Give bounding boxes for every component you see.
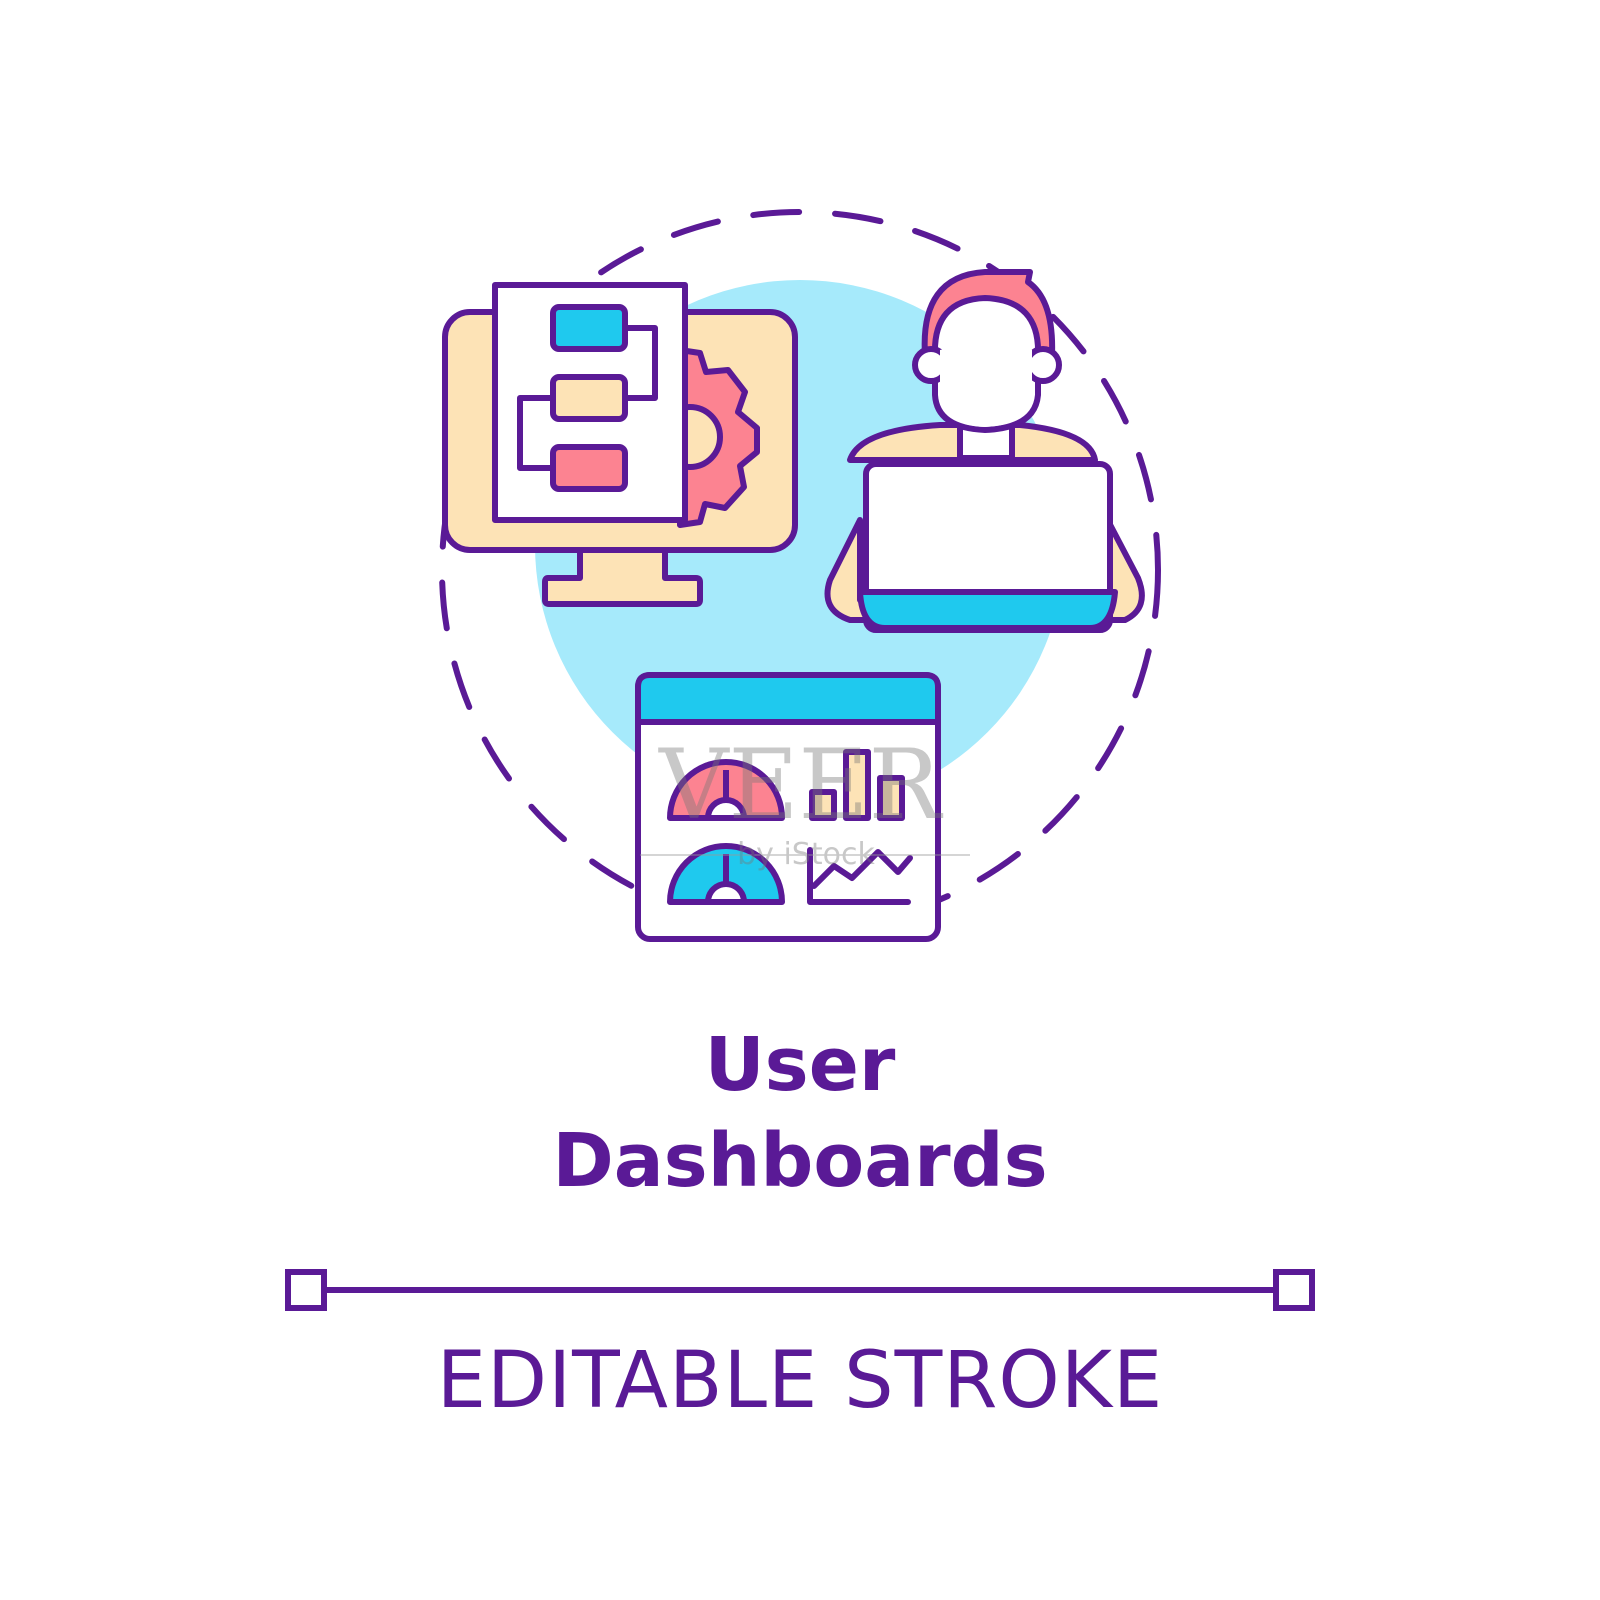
caption: EDITABLE STROKE <box>436 1336 1164 1426</box>
user-dashboards-illustration: VEER by iStock <box>439 209 1161 942</box>
divider-handle-right <box>1273 1269 1315 1311</box>
watermark-sub: by iStock <box>737 837 875 872</box>
laptop-icon <box>857 461 1118 633</box>
line-chart-icon <box>807 847 913 905</box>
watermark: VEER by iStock <box>640 729 970 872</box>
title-line-1: User <box>704 1022 896 1108</box>
watermark-brand: VEER <box>658 729 943 841</box>
gauge-icon <box>667 759 785 821</box>
gauge-icon <box>667 843 785 905</box>
person-icon <box>824 269 1145 623</box>
title-line-2: Dashboards <box>552 1118 1048 1204</box>
flowchart-icon <box>492 282 688 523</box>
dashboard-window-icon <box>635 672 941 942</box>
divider-handle-left <box>285 1269 327 1311</box>
divider-line <box>285 1269 1315 1311</box>
bar-chart-icon <box>809 749 905 821</box>
dashed-ring <box>439 209 1161 931</box>
monitor-icon <box>442 282 798 607</box>
